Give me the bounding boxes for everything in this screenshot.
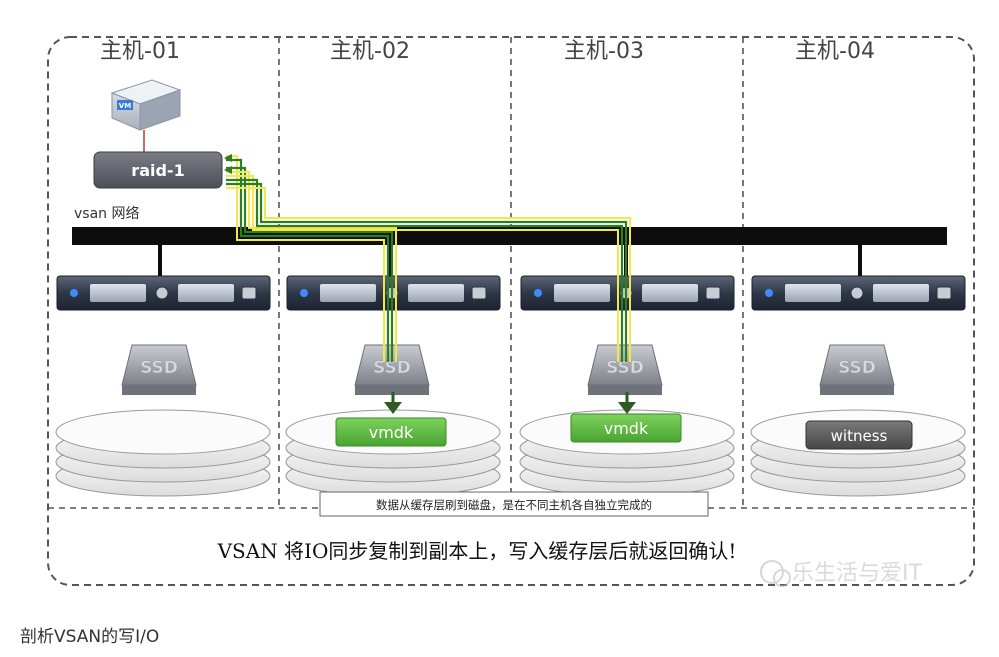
vm-icon: VM (112, 80, 180, 130)
server (287, 276, 500, 310)
server (521, 276, 734, 310)
host-title: 主机-01 (100, 39, 180, 64)
raid-label: raid-1 (131, 161, 184, 180)
vmdk-label: vmdk (369, 423, 414, 442)
network-label: vsan 网络 (74, 206, 139, 222)
host-title: 主机-04 (795, 39, 875, 64)
server (57, 276, 270, 310)
watermark: 乐生活与爱IT (761, 561, 922, 586)
note-text: 数据从缓存层刷到磁盘，是在不同主机各自独立完成的 (376, 498, 652, 512)
ssd-label: SSD (140, 358, 178, 378)
ssd-label: SSD (838, 358, 876, 378)
host-title: 主机-03 (564, 39, 644, 64)
host-title: 主机-02 (330, 39, 410, 64)
summary-text: VSAN 将IO同步复制到副本上，写入缓存层后就返回确认! (217, 539, 737, 563)
wechat-icon (761, 561, 783, 583)
vm-label: VM (119, 102, 131, 110)
ssd-icon: SSD (122, 345, 196, 395)
vmdk-label: vmdk (604, 419, 649, 438)
server (752, 276, 965, 310)
figure-caption: 剖析VSAN的写I/O (20, 622, 159, 647)
watermark-text: 乐生活与爱IT (792, 561, 922, 586)
disk-stack (56, 410, 270, 496)
witness-label: witness (831, 427, 888, 445)
io-replication-path (226, 156, 630, 362)
ssd-icon: SSD (820, 345, 894, 395)
